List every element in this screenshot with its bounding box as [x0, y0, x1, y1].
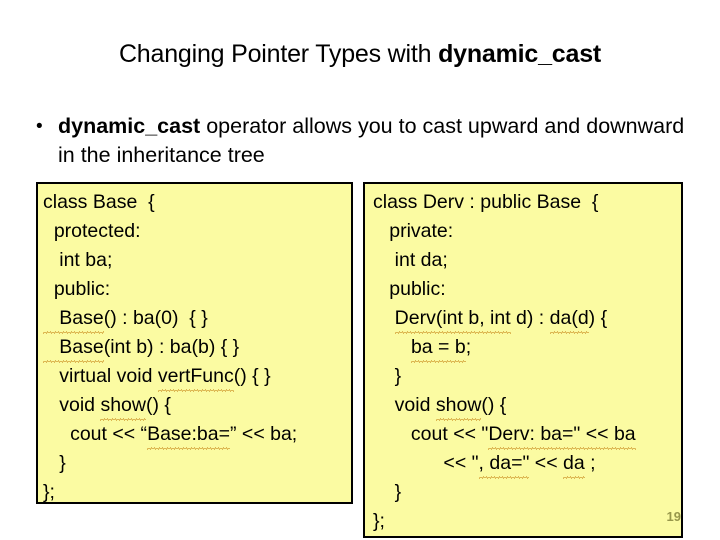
code-line-rest: () : ba(0) { }	[103, 307, 208, 329]
code-line: };	[43, 481, 55, 503]
code-line: public:	[373, 278, 446, 300]
code-line: int ba;	[43, 249, 113, 271]
code-line: class Base {	[43, 191, 155, 213]
code-line: cout << “Base:ba=” << ba;	[38, 420, 351, 450]
bullet-text: dynamic_cast operator allows you to cast…	[58, 112, 696, 170]
code-line: }	[373, 481, 402, 503]
code-line-rest: () {	[145, 394, 171, 416]
code-line: int da;	[373, 249, 448, 271]
code-line: }	[373, 365, 402, 387]
code-line-rest: ;	[584, 452, 596, 474]
code-line: Derv(int b, int d) : da(d) {	[365, 304, 681, 334]
code-line-rest	[373, 307, 395, 329]
spellcheck-underline: Base	[43, 304, 104, 334]
spellcheck-underline: da	[563, 449, 585, 479]
spellcheck-underline: , da="	[478, 449, 529, 479]
code-line-rest: void	[43, 394, 101, 416]
spellcheck-underline: vertFunc	[157, 362, 234, 392]
code-line-rest: void	[373, 394, 436, 416]
code-lines-base: class Base { protected: int ba; public: …	[38, 184, 351, 503]
code-line: void show() {	[365, 391, 681, 421]
code-line-rest: << "	[373, 452, 479, 474]
code-line: cout << "Derv: ba=" << ba	[365, 420, 681, 450]
spellcheck-underline: ba = b	[410, 333, 466, 363]
code-line: };	[373, 510, 385, 532]
spellcheck-underline: Base:ba=	[147, 420, 230, 450]
spellcheck-underline: da(d	[549, 304, 589, 334]
code-line-rest: () { }	[233, 365, 271, 387]
page-title-prefix: Changing Pointer Types with	[118, 40, 439, 68]
page-number: 19	[666, 509, 681, 524]
code-line: virtual void vertFunc() { }	[38, 362, 351, 392]
list-item: • dynamic_cast operator allows you to ca…	[36, 112, 696, 170]
code-line: Base() : ba(0) { }	[38, 304, 351, 334]
code-line: << ", da=" << da ;	[365, 449, 681, 479]
code-line: void show() {	[38, 391, 351, 421]
code-line-rest: cout << "	[373, 423, 489, 445]
bullet-keyword: dynamic_cast	[58, 114, 201, 138]
page-title-keyword: dynamic_cast	[438, 40, 602, 68]
code-line-rest: virtual void	[43, 365, 158, 387]
spellcheck-underline: Derv: ba=" << ba	[488, 420, 636, 450]
code-line-rest	[373, 336, 411, 358]
code-block-derived-class: class Derv : public Base { private: int …	[363, 182, 683, 538]
code-line-rest: <<	[529, 452, 564, 474]
code-line-rest: () {	[481, 394, 507, 416]
code-block-base-class: class Base { protected: int ba; public: …	[36, 182, 353, 504]
code-line: protected:	[43, 220, 141, 242]
spellcheck-underline: Base	[43, 333, 104, 363]
code-line: Base(int b) : ba(b) { }	[38, 333, 351, 363]
code-line-rest: ” << ba;	[230, 423, 298, 445]
code-line: ba = b;	[365, 333, 681, 363]
code-line-rest: ) {	[588, 307, 608, 329]
page-title: Changing Pointer Types with dynamic_cast	[0, 38, 720, 70]
code-line-rest: (int b) : ba(b) { }	[103, 336, 240, 358]
code-line-rest: ;	[465, 336, 472, 358]
bullet-marker-icon: •	[36, 116, 43, 137]
code-line: class Derv : public Base {	[373, 191, 599, 213]
spellcheck-underline: show	[100, 391, 146, 421]
code-line: private:	[373, 220, 454, 242]
code-line: public:	[43, 278, 111, 300]
spellcheck-underline: Derv(int b, int	[394, 304, 511, 334]
code-line: }	[43, 452, 66, 474]
code-line-rest: d) :	[510, 307, 550, 329]
bullet-list: • dynamic_cast operator allows you to ca…	[36, 112, 696, 170]
spellcheck-underline: show	[435, 391, 481, 421]
code-line-rest: cout << “	[43, 423, 148, 445]
code-lines-derv: class Derv : public Base { private: int …	[365, 184, 681, 536]
bullet-body: operator allows you to cast upward and d…	[58, 114, 685, 167]
